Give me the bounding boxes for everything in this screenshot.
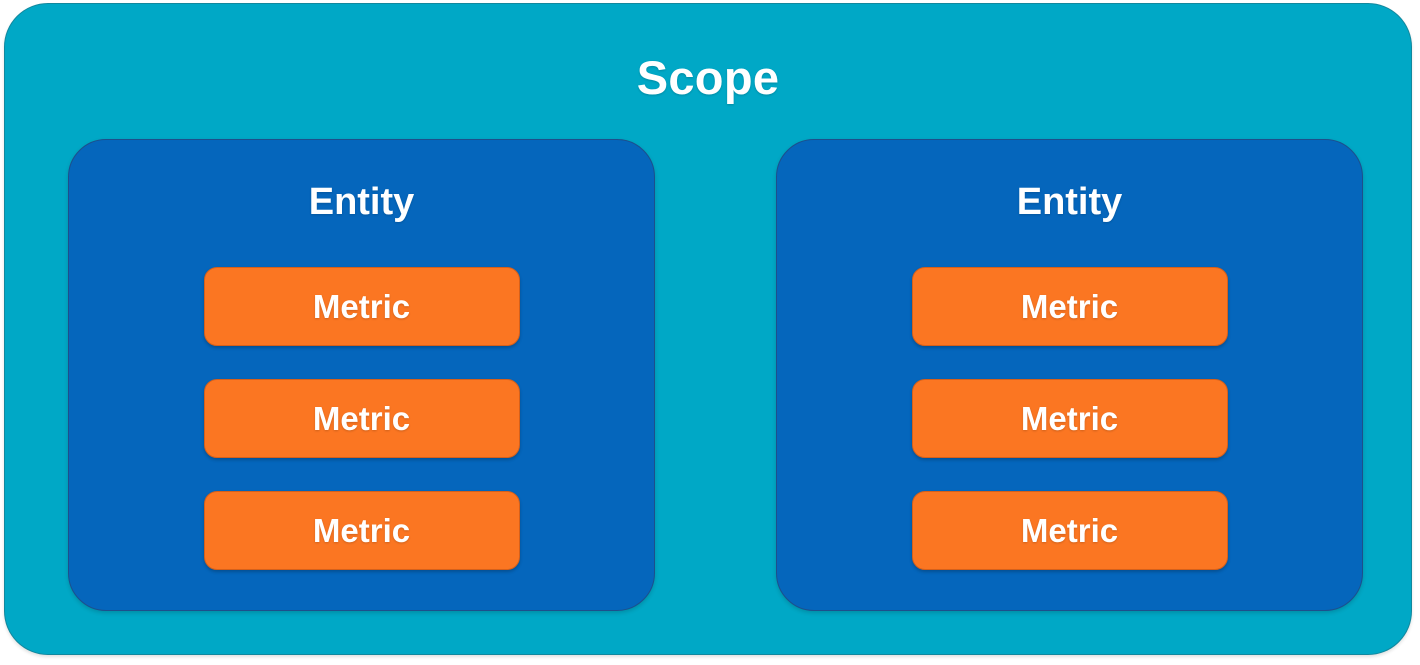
- entity-title-2: Entity: [1016, 181, 1123, 223]
- scope-title: Scope: [636, 51, 780, 104]
- metric-list-2: Metric Metric Metric: [777, 267, 1362, 570]
- metric-label: Metric: [1020, 400, 1119, 437]
- entity-container-1: Entity Metric Metric Metric: [68, 139, 655, 611]
- scope-container: Scope Entity Metric Metric Metric Entity: [4, 3, 1412, 655]
- metric-box: Metric: [203, 491, 520, 570]
- metric-box: Metric: [911, 491, 1228, 570]
- metric-box: Metric: [911, 267, 1228, 346]
- metric-label: Metric: [312, 288, 411, 325]
- metric-label: Metric: [1020, 288, 1119, 325]
- metric-label: Metric: [1020, 512, 1119, 549]
- entity-title-1: Entity: [308, 181, 415, 223]
- metric-label: Metric: [312, 512, 411, 549]
- entity-container-2: Entity Metric Metric Metric: [776, 139, 1363, 611]
- metric-box: Metric: [203, 379, 520, 458]
- metric-label: Metric: [312, 400, 411, 437]
- metric-box: Metric: [911, 379, 1228, 458]
- metric-box: Metric: [203, 267, 520, 346]
- metric-list-1: Metric Metric Metric: [69, 267, 654, 570]
